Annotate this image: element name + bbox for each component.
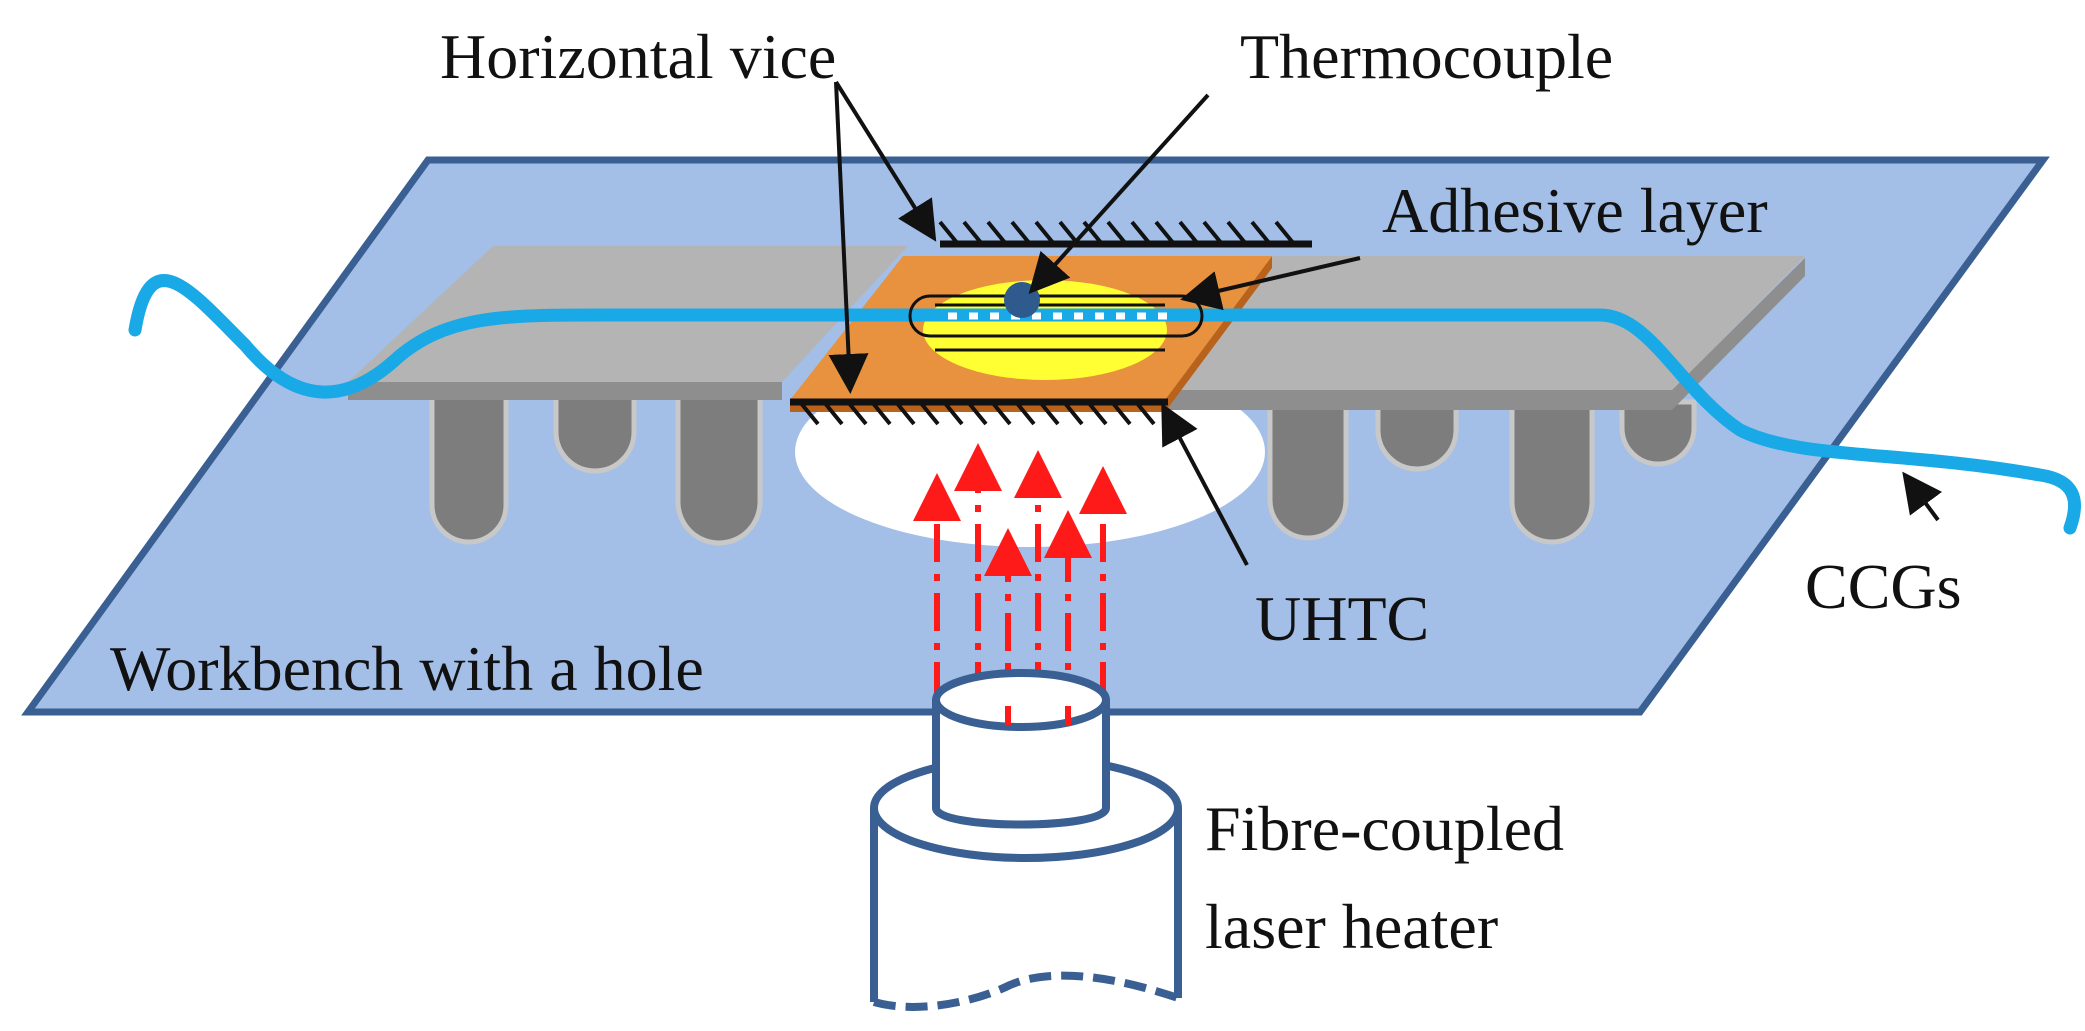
ccgs-arrow <box>1902 471 1943 522</box>
leader-lines <box>828 80 1943 566</box>
label-horizontal-vice: Horizontal vice <box>440 21 836 92</box>
laser-heater <box>870 669 1182 1011</box>
left-supports <box>429 392 763 546</box>
uhtc-arrow <box>1161 402 1249 566</box>
horizontal-vice-bottom <box>790 398 1168 426</box>
support-post <box>1267 399 1349 541</box>
heater-outer-bottom-dashed <box>872 971 1180 1011</box>
vice-arrow-bottom <box>828 81 869 394</box>
thermocouple-arrow <box>1028 93 1210 294</box>
heater-outer-body <box>870 808 1182 1002</box>
vice-arrow-top <box>834 80 937 242</box>
heater-nozzle-body <box>932 700 1110 829</box>
label-workbench: Workbench with a hole <box>110 633 704 704</box>
right-supports <box>1267 399 1697 545</box>
support-post <box>1619 399 1697 467</box>
adhesive-arrow <box>1180 256 1361 311</box>
support-post <box>1375 399 1459 472</box>
support-post <box>675 392 763 546</box>
right-beam <box>1165 256 1805 410</box>
horizontal-vice-top <box>938 220 1312 248</box>
ccgs-fiber <box>128 274 2082 535</box>
label-ccgs: CCGs <box>1805 551 1962 622</box>
label-adhesive-layer: Adhesive layer <box>1382 175 1768 246</box>
laser-beams-nozzle <box>1005 706 1071 725</box>
support-post <box>1509 399 1595 545</box>
heater-nozzle-top <box>932 669 1110 731</box>
support-post <box>429 392 509 545</box>
label-uhtc: UHTC <box>1255 583 1429 654</box>
label-heater-line2: laser heater <box>1205 891 1498 962</box>
label-thermocouple: Thermocouple <box>1240 21 1613 92</box>
label-heater-line1: Fibre-coupled <box>1205 793 1564 864</box>
support-post <box>553 392 637 474</box>
